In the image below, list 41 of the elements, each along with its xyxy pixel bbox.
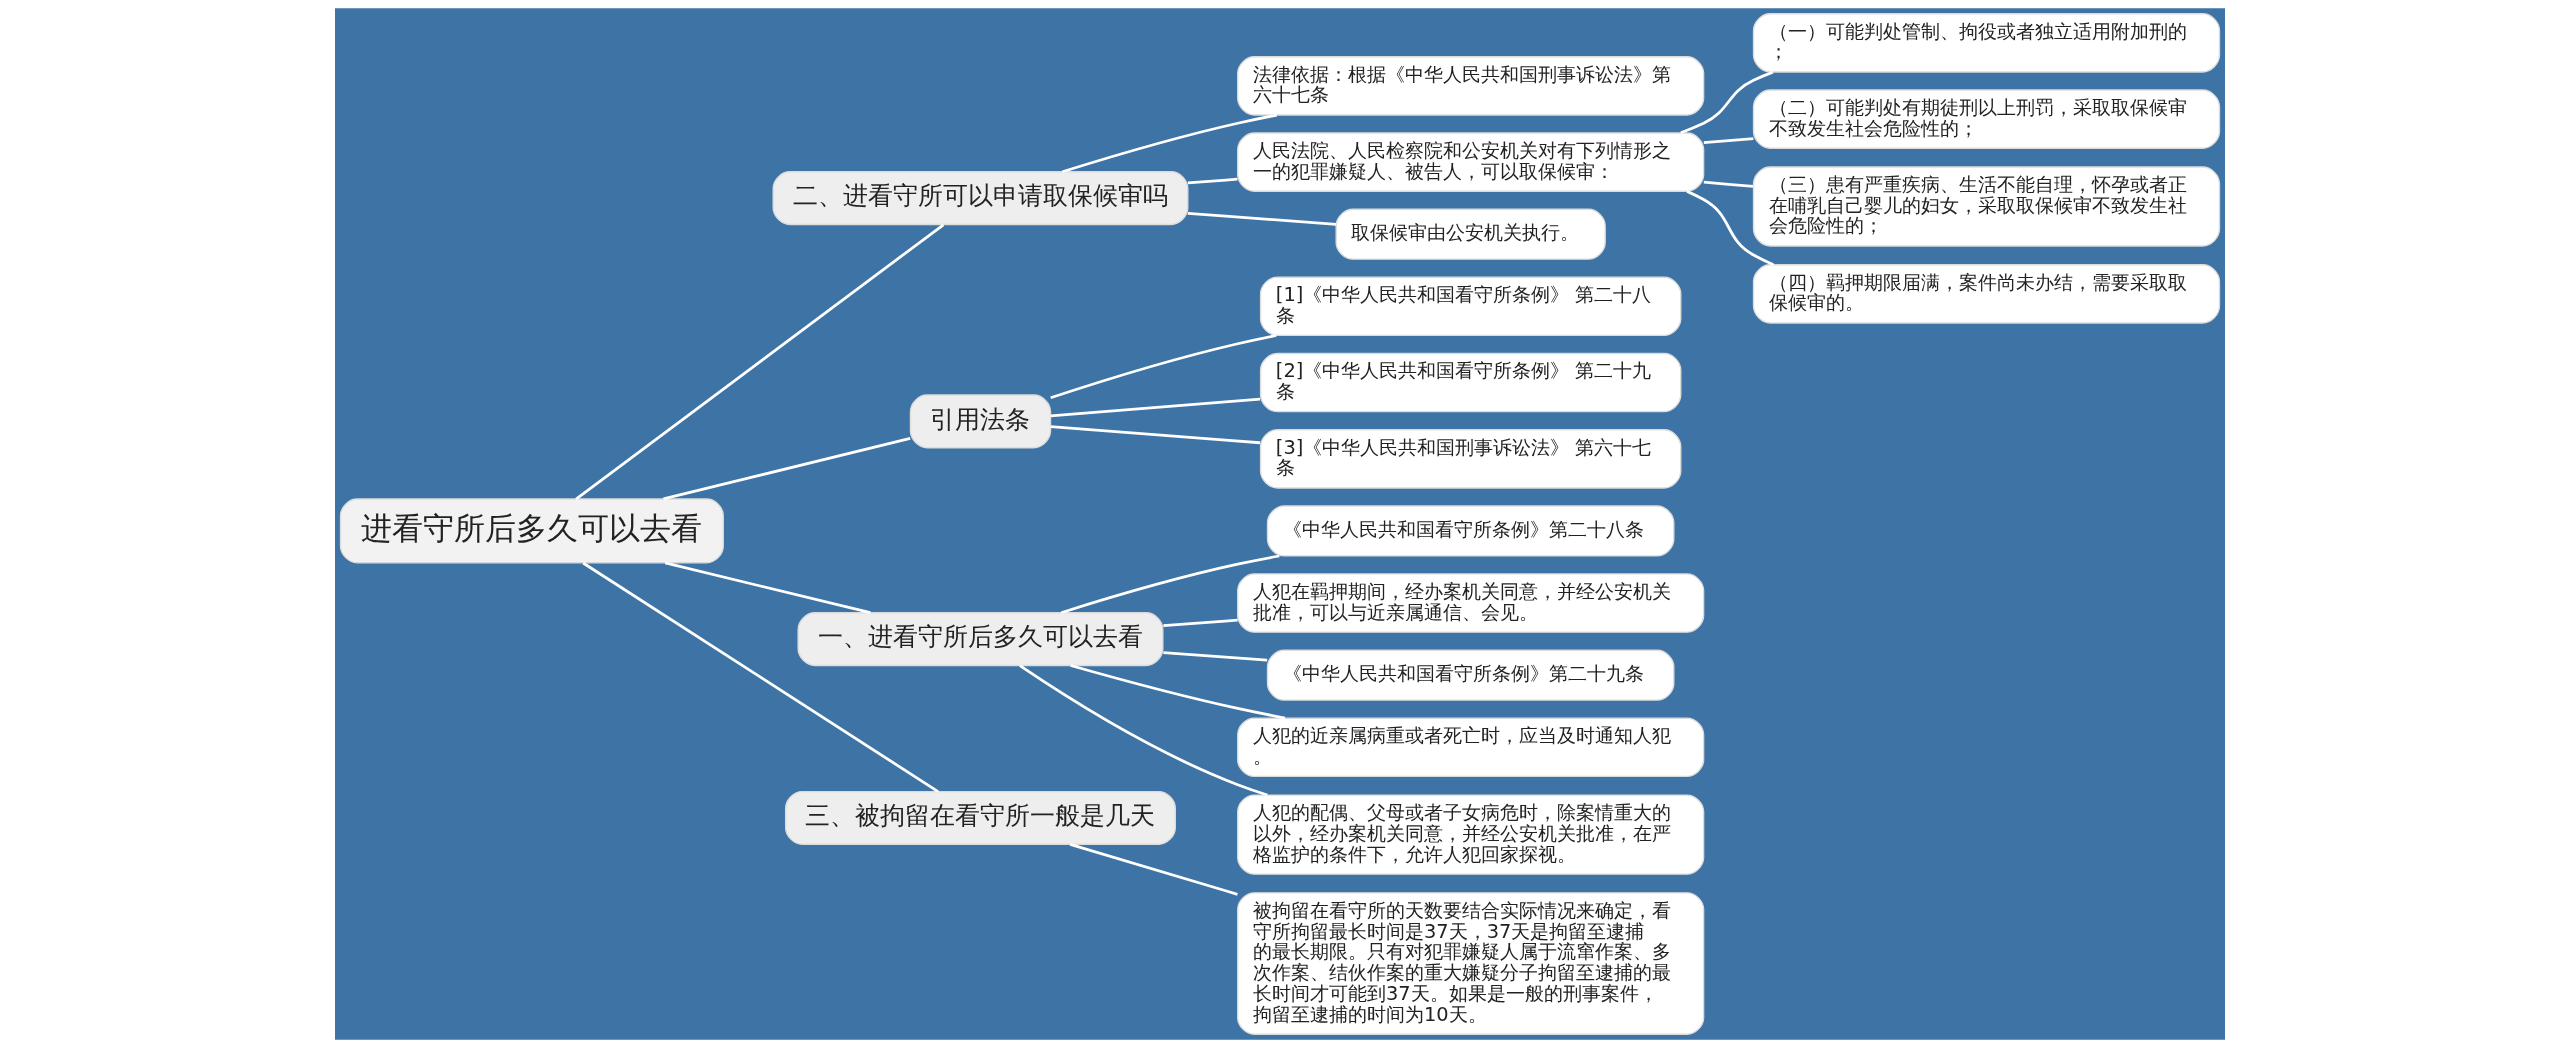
- node-box: 人犯在羁押期间，经办案机关同意，并经公安机关批准，可以与近亲属通信、会见。: [1237, 573, 1705, 633]
- connector: [1163, 618, 1238, 628]
- node-box: （三）患有严重疾病、生活不能自理，怀孕或者正在哺乳自己婴儿的妇女，采取取保候审不致发生社会危险性的；: [1752, 166, 2221, 247]
- connector: [663, 436, 911, 501]
- connector: [1070, 664, 1286, 720]
- connector: [1187, 177, 1238, 185]
- connector: [582, 561, 939, 793]
- connector: [1062, 113, 1278, 174]
- node-box: （二）可能判处有期徒刑以上刑罚，采取取保候审不致发生社会危险性的；: [1752, 89, 2221, 149]
- node-box: 引用法条: [909, 394, 1052, 449]
- node-box: 人犯的配偶、父母或者子女病危时，除案情重大的以外，经办案机关同意，并经公安机关批准，在严格监护的条件下，允许人犯回家探视。: [1237, 794, 1705, 875]
- node-box: （一）可能判处管制、拘役或者独立适用附加刑的；: [1752, 13, 2221, 73]
- node-box: [2]《中华人民共和国看守所条例》 第二十九条: [1259, 352, 1682, 413]
- node-box: 取保候审由公安机关执行。: [1335, 208, 1606, 260]
- connector: [1019, 664, 1268, 797]
- connector: [1050, 425, 1261, 445]
- connector: [1163, 651, 1268, 662]
- node-box: 一、进看守所后多久可以去看: [797, 612, 1164, 667]
- connector: [1069, 843, 1238, 896]
- node-box: （四）羁押期限届满，案件尚未办结，需要采取取保候审的。: [1752, 264, 2221, 324]
- connector: [1686, 190, 1775, 266]
- node-box: 三、被拘留在看守所一般是几天: [784, 790, 1176, 845]
- node-box: 人民法院、人民检察院和公安机关对有下列情形之一的犯罪嫌疑人、被告人，可以取保候审：: [1237, 132, 1705, 192]
- node-box: 《中华人民共和国看守所条例》第二十八条: [1266, 505, 1675, 557]
- connector: [664, 561, 871, 615]
- connector: [1060, 554, 1280, 615]
- connector: [1187, 212, 1337, 226]
- node-box: [3]《中华人民共和国刑事诉讼法》 第六十七条: [1259, 429, 1682, 489]
- node-box: 进看守所后多久可以去看: [339, 498, 724, 564]
- node-box: 《中华人民共和国看守所条例》第二十九条: [1266, 649, 1675, 701]
- node-box: 被拘留在看守所的天数要结合实际情况来确定，看守所拘留最长时间是37天，37天是拘留至逮捕的最长期限。只有对犯罪嫌疑人属于流窜作案、多次作案、结伙作案的重大嫌疑分子拘留至逮捕的最长时间才可能到37天。如果是一般的刑事案件，拘留至逮捕的时间为10天。: [1237, 892, 1705, 1035]
- connector: [575, 223, 945, 501]
- connector: [1680, 70, 1774, 135]
- node-box: 人犯的近亲属病重或者死亡时，应当及时通知人犯。: [1237, 717, 1705, 778]
- connector: [1050, 334, 1277, 400]
- node-box: 法律依据：根据《中华人民共和国刑事诉讼法》第六十七条: [1237, 56, 1705, 116]
- connector: [1703, 137, 1754, 145]
- connector: [1050, 397, 1261, 418]
- node-box: [1]《中华人民共和国看守所条例》 第二十八条: [1259, 276, 1682, 337]
- connector: [1703, 180, 1754, 188]
- node-box: 二、进看守所可以申请取保候审吗: [772, 171, 1189, 226]
